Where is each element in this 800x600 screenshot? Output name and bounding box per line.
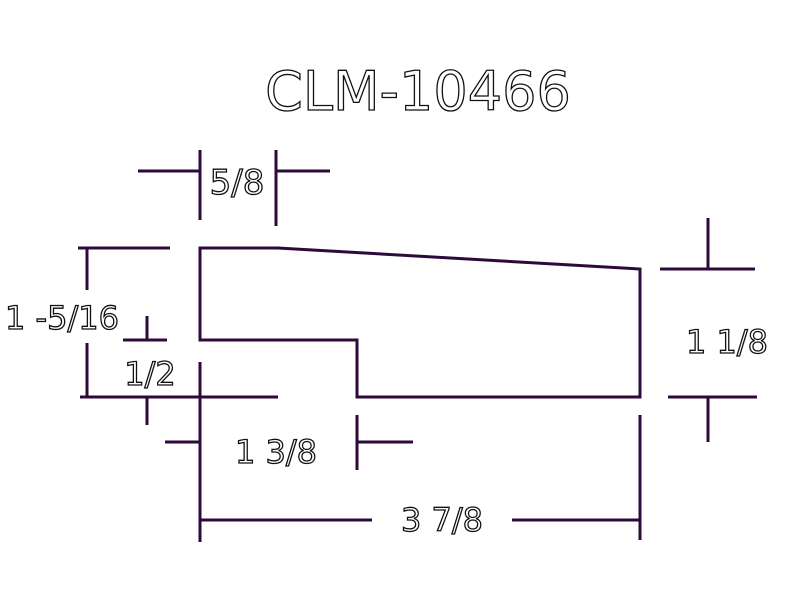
dim-label-right-height: 1 1/8 [686,323,768,361]
dim-label-step-width: 1 3/8 [235,433,317,471]
dim-step-width: 1 3/8 [165,415,413,472]
dim-step-height: 1/2 [123,316,202,542]
dim-label-step-height: 1/2 [124,355,176,393]
drawing-title: CLM-10466 [265,60,571,123]
dim-right-height: 1 1/8 [660,218,769,442]
dim-overall-height: 1 -5/16 [4,246,278,399]
dim-label-overall-height: 1 -5/16 [5,299,119,337]
dim-label-top-width: 5/8 [210,163,265,203]
molding-profile [198,246,642,399]
dim-top-width: 5/8 [138,150,330,226]
dim-label-overall-width: 3 7/8 [401,501,483,539]
dim-overall-width: 3 7/8 [200,415,642,540]
